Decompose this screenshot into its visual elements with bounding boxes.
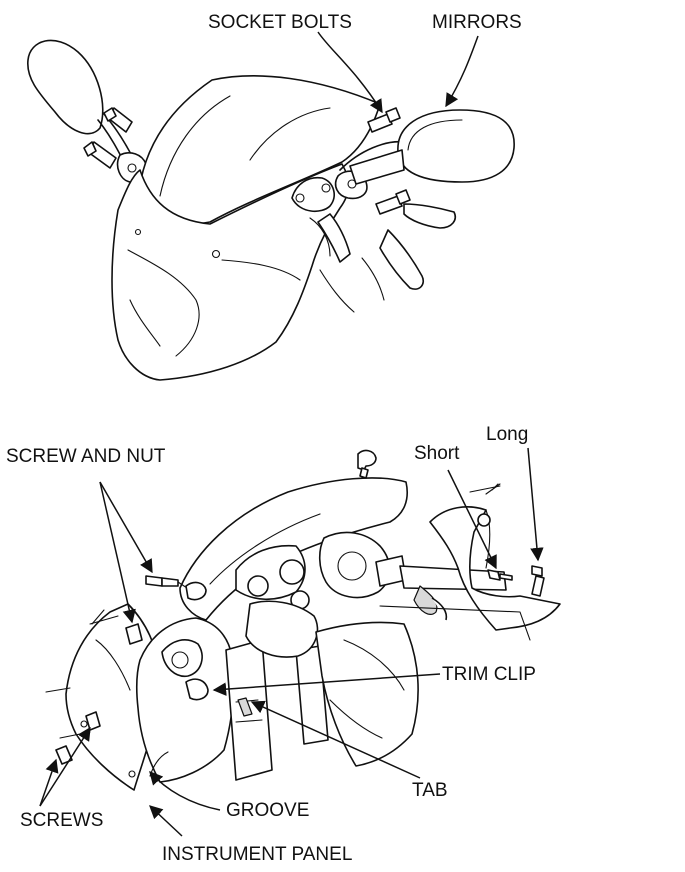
right-mount [291,140,405,213]
trim-clip [185,678,209,701]
tab-leader [250,700,421,779]
screw-and-nut-hardware [125,575,207,645]
lower-fairing [315,605,531,767]
top-figure: SOCKET BOLTS MIRRORS [27,12,522,381]
front-fairing [111,163,350,381]
orientation-arrows [45,485,501,693]
bottom-leaders [39,447,544,837]
instrument-panel-label: INSTRUMENT PANEL [162,844,352,865]
screws-leader-2 [39,726,91,807]
short-label: Short [414,443,460,464]
screws-label: SCREWS [20,810,103,831]
trim-clip-label: TRIM CLIP [442,664,536,685]
short-leader [447,469,497,570]
lower-screws [55,711,101,765]
left-mirror-bolts [83,107,133,169]
top-trim-clip [357,449,377,479]
top-callouts: SOCKET BOLTS MIRRORS [208,12,522,114]
windscreen [137,75,381,225]
right-trim-cover [429,483,561,631]
bottom-callouts: SCREW AND NUT Short Long TRIM CLIP TAB S… [6,424,536,865]
handlebar-area [317,203,456,313]
long-label: Long [486,424,528,445]
short-long-screws [487,565,545,597]
tab [237,697,253,717]
bottom-figure: SCREW AND NUT Short Long TRIM CLIP TAB S… [6,424,561,865]
long-leader [527,447,544,562]
socket-bolts-leader [317,31,383,114]
tab-label: TAB [412,780,448,801]
trim-clip-leader [212,673,441,696]
screws-leader-1 [39,758,59,807]
long-screw [531,565,543,577]
meter-assembly [235,531,407,610]
right-mirror [349,109,515,185]
groove-label: GROOVE [226,800,309,821]
instrument-panel-leader [149,805,183,837]
instrument-panel [135,617,235,783]
right-mirror-bolts [367,107,411,215]
screw-and-nut-leader-2 [99,481,136,624]
fork-steering [225,600,329,781]
short-screw [487,569,501,581]
mirrors-leader [445,35,479,108]
screw-and-nut-leader-1 [99,481,153,574]
screw-and-nut-label: SCREW AND NUT [6,446,166,467]
socket-bolts-label: SOCKET BOLTS [208,12,352,33]
left-mirror [27,39,148,184]
groove-leader [149,770,221,811]
mirrors-label: MIRRORS [432,12,522,33]
